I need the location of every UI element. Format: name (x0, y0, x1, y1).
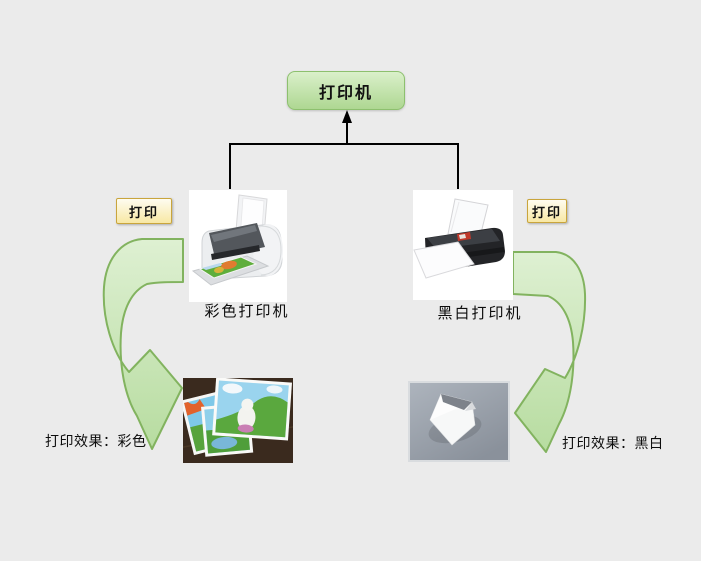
envelope-illustration (410, 383, 508, 460)
print-badge-mono: 打印 (527, 199, 567, 223)
tree-connector (229, 110, 459, 189)
print-badge-color: 打印 (116, 198, 172, 224)
color-printer-illustration (189, 190, 287, 302)
root-node-printer: 打印机 (287, 71, 405, 110)
color-result-label: 打印效果：彩色 (45, 434, 147, 450)
color-printer-image (189, 190, 287, 302)
mono-result-label: 打印效果：黑白 (562, 436, 664, 452)
color-output-image (183, 378, 293, 463)
curved-down-left-arrow-icon (512, 251, 587, 453)
color-printer-caption: 彩色打印机 (204, 302, 290, 320)
mono-output-image (408, 381, 510, 462)
color-prints-illustration (183, 378, 293, 463)
root-node-label: 打印机 (318, 82, 373, 102)
print-badge-color-label: 打印 (128, 205, 159, 221)
up-arrow-icon (342, 110, 352, 123)
mono-printer-illustration (413, 190, 513, 300)
print-badge-mono-label: 打印 (531, 205, 562, 221)
mono-printer-caption: 黑白打印机 (437, 304, 523, 322)
curved-down-right-arrow-icon (102, 238, 184, 450)
mono-printer-image (413, 190, 513, 300)
